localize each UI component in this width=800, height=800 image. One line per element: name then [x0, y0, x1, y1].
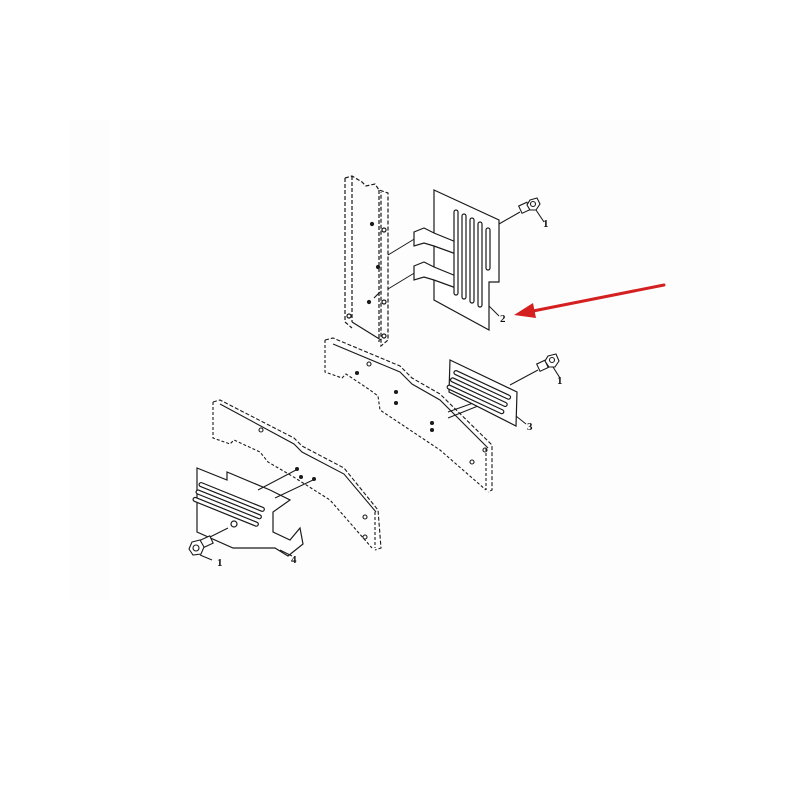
lower-slotted-bracket — [192, 467, 304, 557]
screw-middle — [509, 353, 561, 386]
upper-vertical-bracket — [344, 175, 389, 348]
middle-frame — [324, 337, 493, 493]
callout-1-top-label: 1 — [543, 218, 549, 230]
middle-slotted-plate — [446, 359, 518, 427]
highlight-arrow — [514, 283, 666, 318]
callout-3-label: 3 — [527, 421, 533, 433]
upper-slotted-plate — [413, 189, 500, 332]
background-panel-left — [70, 120, 110, 600]
callout-1-middle-label: 1 — [557, 375, 563, 387]
lower-connector-lines — [257, 467, 316, 499]
callout-4-leader — [279, 549, 293, 557]
callout-4-label: 4 — [291, 554, 297, 566]
upper-connector-lines — [387, 237, 417, 290]
callout-1-bottom-label: 1 — [217, 557, 223, 569]
callout-2-leader — [488, 305, 500, 317]
screw-top — [498, 197, 545, 225]
screw-bottom — [188, 527, 229, 561]
lower-frame — [212, 399, 382, 551]
callout-3-leader — [515, 415, 527, 425]
callout-2-label: 2 — [500, 313, 506, 325]
